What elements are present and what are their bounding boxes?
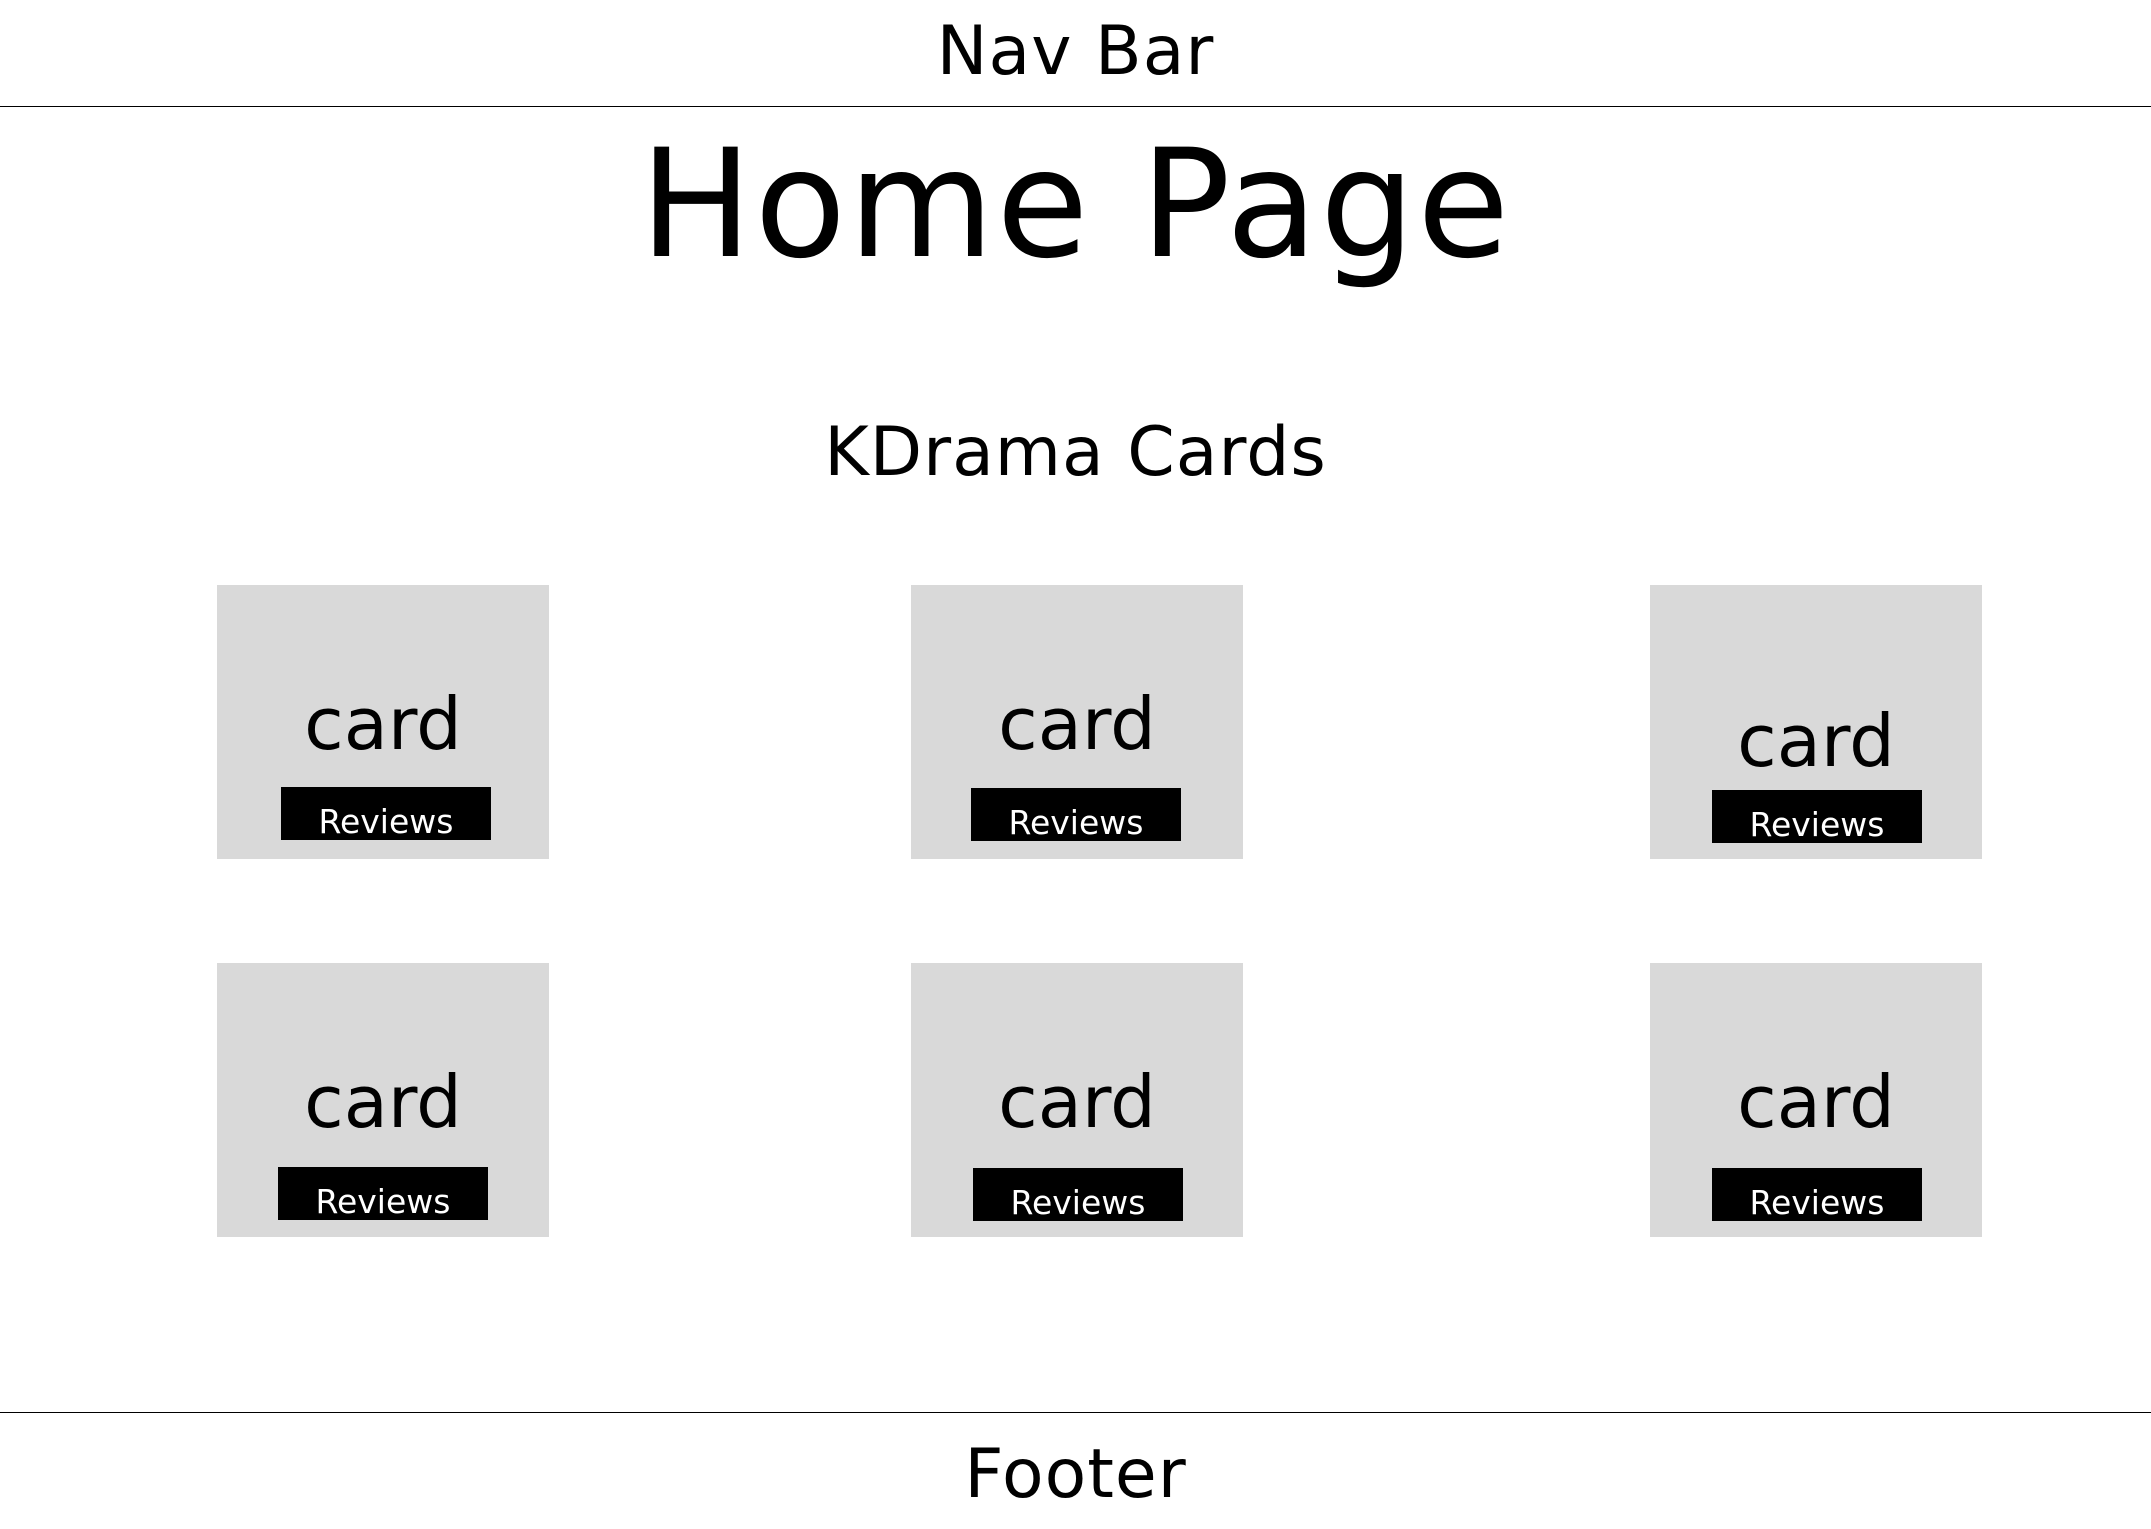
card-label: card (1737, 1060, 1895, 1144)
reviews-button[interactable]: Reviews (973, 1168, 1183, 1221)
footer: Footer (964, 1435, 1187, 1514)
reviews-button[interactable]: Reviews (1712, 790, 1922, 843)
card: card Reviews (911, 963, 1243, 1237)
card-label: card (998, 682, 1156, 766)
card: card Reviews (217, 585, 549, 859)
reviews-button[interactable]: Reviews (1712, 1168, 1922, 1221)
nav-divider (0, 106, 2151, 107)
card-label: card (304, 682, 462, 766)
card: card Reviews (911, 585, 1243, 859)
reviews-button[interactable]: Reviews (278, 1167, 488, 1220)
card: card Reviews (1650, 963, 1982, 1237)
section-title: KDrama Cards (824, 413, 1327, 492)
card: card Reviews (1650, 585, 1982, 859)
card: card Reviews (217, 963, 549, 1237)
card-label: card (304, 1060, 462, 1144)
reviews-button[interactable]: Reviews (281, 787, 491, 840)
reviews-button[interactable]: Reviews (971, 788, 1181, 841)
page-title: Home Page (639, 118, 1512, 292)
footer-divider (0, 1412, 2151, 1413)
nav-bar: Nav Bar (936, 12, 1215, 91)
card-label: card (1737, 699, 1895, 783)
card-label: card (998, 1060, 1156, 1144)
